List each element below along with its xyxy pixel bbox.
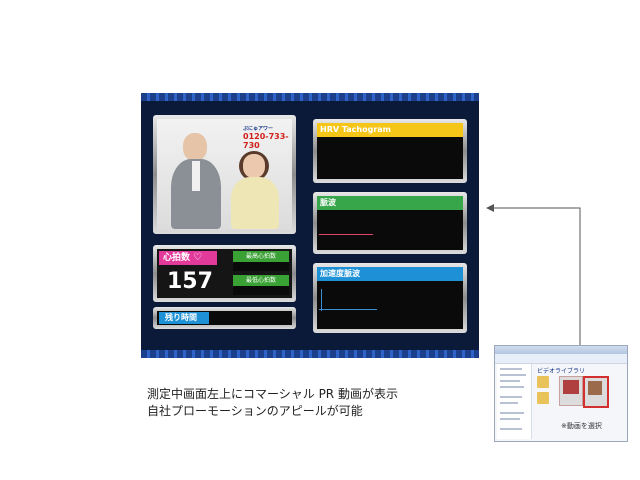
- video-overlay-title: ぷにゅアワー: [243, 126, 274, 132]
- accel-panel: 加速度脈波: [313, 263, 467, 333]
- commercial-video[interactable]: ぷにゅアワー 0120-733-730: [157, 119, 292, 230]
- presenter-man-shirt: [192, 161, 200, 191]
- selected-video-preview: [588, 381, 602, 395]
- pulse-panel: 脈波: [313, 192, 467, 254]
- folder-icon[interactable]: [537, 376, 549, 388]
- dialog-titlebar: [495, 346, 627, 354]
- top-stripe: [141, 93, 479, 101]
- arrow-left-icon: [486, 204, 494, 212]
- sidebar-item[interactable]: [500, 374, 526, 376]
- pointer-arrow: [486, 204, 581, 347]
- sidebar-item[interactable]: [500, 396, 522, 398]
- max-hr-box: 最高心拍数: [233, 251, 289, 271]
- folder-icon[interactable]: [537, 392, 549, 404]
- video-file-thumbnail[interactable]: [559, 376, 583, 406]
- sidebar-item[interactable]: [500, 368, 522, 370]
- pulse-title: 脈波: [317, 196, 463, 210]
- sidebar-item[interactable]: [500, 428, 522, 430]
- video-frame: ぷにゅアワー 0120-733-730: [153, 115, 296, 234]
- accel-spike: [321, 289, 322, 311]
- hrv-title: HRV Tachogram: [317, 123, 463, 137]
- heart-rate-panel: 心拍数 ♡ 157 最高心拍数 最低心拍数: [153, 245, 296, 302]
- min-hr-label: 最低心拍数: [233, 275, 289, 286]
- max-hr-label: 最高心拍数: [233, 251, 289, 262]
- min-hr-box: 最低心拍数: [233, 275, 289, 295]
- presenter-woman-head: [243, 154, 265, 178]
- caption-line-1: 測定中画面左上にコマーシャル PR 動画が表示: [147, 387, 398, 401]
- file-dialog: ビデオライブラリ ※動画を選択: [494, 345, 628, 442]
- heart-rate-label-box: 心拍数 ♡: [159, 251, 217, 265]
- dialog-folder-title: ビデオライブラリ: [537, 368, 586, 375]
- heart-icon: ♡: [193, 252, 203, 263]
- remaining-time-panel: 残り時間: [153, 307, 296, 329]
- video-overlay-phone: 0120-733-730: [243, 132, 289, 150]
- sidebar-item[interactable]: [500, 402, 518, 404]
- presenter-woman-body: [231, 177, 279, 229]
- bottom-stripe: [141, 350, 479, 358]
- dialog-note: ※動画を選択: [561, 422, 602, 430]
- arrow-line: [492, 207, 581, 347]
- sidebar-item[interactable]: [500, 380, 520, 382]
- dialog-sidebar: [497, 364, 532, 439]
- selected-video-file[interactable]: [583, 376, 609, 408]
- sidebar-item[interactable]: [500, 412, 524, 414]
- accel-trace: [319, 309, 377, 310]
- measurement-screen: ぷにゅアワー 0120-733-730 HRV Tachogram 脈波 加速度…: [141, 93, 479, 358]
- accel-title: 加速度脈波: [317, 267, 463, 281]
- caption-line-2: 自社プローモーションのアピールが可能: [147, 404, 363, 418]
- pulse-trace: [319, 234, 373, 235]
- sidebar-item[interactable]: [500, 418, 520, 420]
- heart-rate-label: 心拍数: [163, 253, 191, 263]
- dialog-toolbar: [495, 354, 627, 364]
- hrv-panel: HRV Tachogram: [313, 119, 467, 183]
- video-file-preview: [563, 380, 579, 394]
- presenter-man-head: [183, 133, 207, 161]
- remaining-time-label: 残り時間: [159, 312, 209, 324]
- sidebar-item[interactable]: [500, 386, 524, 388]
- heart-rate-value: 157: [167, 269, 213, 294]
